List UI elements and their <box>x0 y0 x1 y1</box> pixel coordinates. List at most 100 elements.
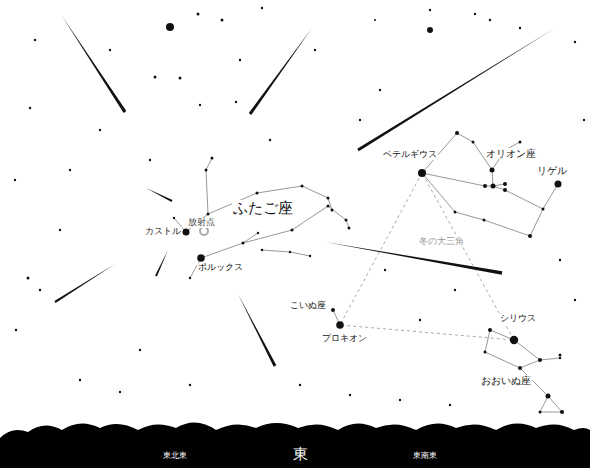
star <box>269 139 271 141</box>
star <box>149 159 151 161</box>
star <box>59 229 61 231</box>
star <box>399 399 401 401</box>
star <box>546 394 551 399</box>
star <box>289 251 291 253</box>
star-name: プロキオン <box>321 334 368 344</box>
star <box>419 319 421 321</box>
star <box>327 197 330 200</box>
star <box>154 76 157 79</box>
star <box>331 308 335 312</box>
star <box>166 23 174 31</box>
direction-label: 東南東 <box>412 452 438 461</box>
star <box>418 169 426 177</box>
constellation-lines <box>174 133 562 412</box>
star <box>345 219 348 222</box>
star <box>349 394 351 396</box>
star <box>27 277 30 280</box>
star <box>429 9 431 11</box>
star <box>491 184 496 189</box>
star <box>555 181 562 188</box>
star <box>14 179 16 181</box>
star <box>199 104 201 106</box>
asterism-name: 冬の大三角 <box>418 237 465 247</box>
star <box>205 169 208 172</box>
star <box>455 131 459 135</box>
star <box>427 27 433 33</box>
star-name: カストル <box>144 227 182 237</box>
star <box>235 101 237 103</box>
star <box>583 119 585 121</box>
constellation-name: ふたご座 <box>232 200 294 217</box>
mountain-silhouette <box>0 422 590 468</box>
star <box>189 277 191 279</box>
star <box>314 49 316 51</box>
star <box>109 49 111 51</box>
star <box>34 39 36 41</box>
star <box>179 77 182 80</box>
star <box>183 229 190 236</box>
meteor-streak <box>249 28 312 115</box>
star <box>261 249 263 251</box>
star <box>538 358 542 362</box>
star <box>242 242 245 245</box>
star <box>574 41 576 43</box>
star <box>299 384 301 386</box>
star <box>257 232 259 234</box>
star <box>503 182 507 186</box>
star <box>503 188 507 192</box>
star-name: シリウス <box>499 314 537 324</box>
meteor-streak <box>62 16 126 113</box>
star <box>474 13 476 15</box>
star <box>559 357 561 359</box>
star <box>331 209 334 212</box>
star <box>490 168 495 173</box>
star <box>261 7 263 9</box>
star <box>29 107 31 109</box>
star <box>374 19 376 21</box>
star <box>472 141 475 144</box>
star <box>239 59 241 61</box>
star <box>309 255 311 257</box>
meteor-streak <box>325 242 502 275</box>
star <box>379 89 381 91</box>
star-name: リゲル <box>536 165 568 176</box>
star <box>510 336 518 344</box>
star <box>518 366 522 370</box>
star <box>559 354 562 357</box>
constellation-name: おおいぬ座 <box>480 375 532 386</box>
constellation-name: こいぬ座 <box>289 301 327 311</box>
star <box>197 254 205 262</box>
meteor-streak <box>155 250 168 276</box>
star <box>348 227 351 230</box>
meteor-streak <box>357 28 555 151</box>
meteor-streak <box>238 294 276 367</box>
meteor-streak <box>146 188 172 202</box>
star <box>449 404 451 406</box>
direction-label: 東 <box>292 446 309 463</box>
constellation-name: オリオン座 <box>485 148 537 159</box>
star <box>291 229 294 232</box>
star <box>484 351 487 354</box>
star <box>99 129 101 131</box>
star <box>327 205 330 208</box>
star <box>559 259 561 261</box>
meteor-streaks <box>54 16 555 367</box>
star <box>39 289 41 291</box>
stars <box>14 7 585 414</box>
meteor-streak <box>54 264 115 303</box>
direction-label: 東北東 <box>162 452 188 461</box>
star <box>301 185 304 188</box>
winter-triangle <box>340 173 514 340</box>
star <box>519 141 522 144</box>
star-name: ベテルギウス <box>382 150 438 160</box>
star <box>384 269 386 271</box>
star <box>211 157 214 160</box>
radiant-label: 放射点 <box>187 218 216 228</box>
radiant-point <box>200 227 208 235</box>
star <box>15 329 17 331</box>
star <box>189 384 191 386</box>
star <box>173 217 175 219</box>
